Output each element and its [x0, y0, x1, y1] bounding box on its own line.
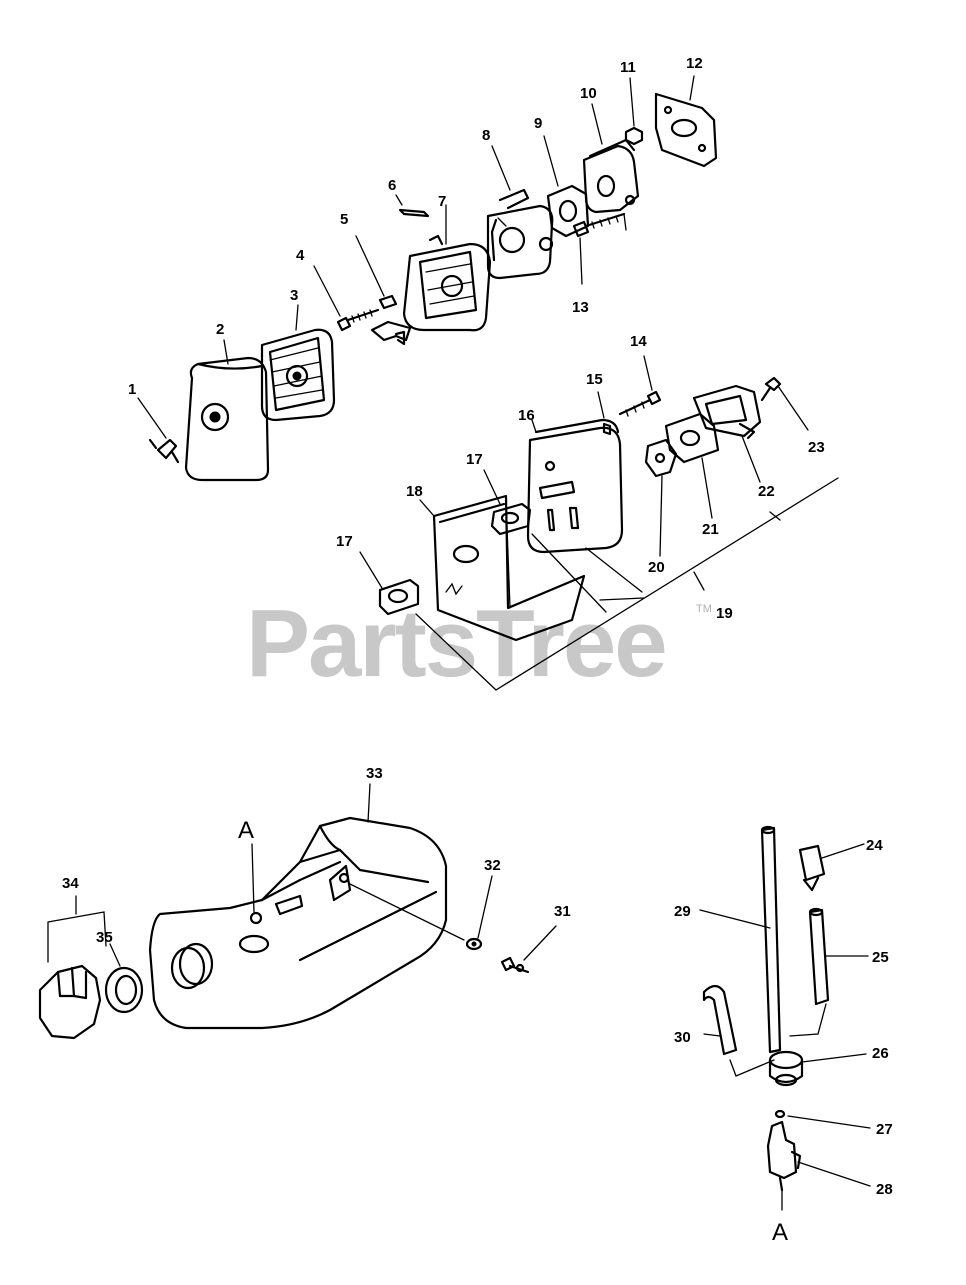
callout-19: 19	[716, 605, 733, 622]
part-9-carburetor-gasket	[543, 135, 590, 238]
callout-15: 15	[586, 371, 603, 388]
part-13-long-screw	[572, 212, 627, 285]
part-5-bracket	[355, 235, 412, 346]
callout-8: 8	[482, 127, 490, 144]
callout-30: 30	[674, 1029, 691, 1046]
tank-reference-a	[251, 843, 255, 913]
callout-27: 27	[876, 1121, 893, 1138]
part-19-assembly-bracket	[415, 477, 839, 691]
part-7-air-filter-base	[402, 204, 492, 332]
part-26-grommet	[768, 1050, 867, 1087]
part-24-fuel-filter	[798, 843, 865, 892]
watermark-trademark: TM	[696, 603, 712, 615]
callout-1: 1	[128, 381, 136, 398]
part-12-gasket-plate	[654, 75, 718, 168]
part-31-screw	[500, 925, 557, 974]
part-32-washer	[349, 875, 493, 951]
reference-letter-a-pickup: A	[772, 1219, 788, 1246]
callout-21: 21	[702, 521, 719, 538]
callout-23: 23	[808, 439, 825, 456]
callout-5: 5	[340, 211, 348, 228]
part-29-fuel-line	[699, 825, 782, 1054]
callout-29: 29	[674, 903, 691, 920]
part-15-pin	[597, 391, 612, 436]
callout-22: 22	[758, 483, 775, 500]
callout-18: 18	[406, 483, 423, 500]
callout-20: 20	[648, 559, 665, 576]
callout-16: 16	[518, 407, 535, 424]
reference-letter-a-tank: A	[238, 817, 254, 844]
callout-9: 9	[534, 115, 542, 132]
part-2-air-filter-cover	[184, 339, 270, 482]
part-1-wing-nut	[137, 397, 180, 464]
part-33-fuel-tank	[148, 783, 448, 1030]
part-11-nut	[624, 77, 644, 146]
part-6-small-gasket	[395, 194, 430, 218]
callout-3: 3	[290, 287, 298, 304]
callout-17-upper: 17	[466, 451, 483, 468]
callout-26: 26	[872, 1045, 889, 1062]
part-20-plate	[644, 438, 678, 557]
callout-13: 13	[572, 299, 589, 316]
callout-11: 11	[620, 59, 636, 76]
part-4-screw	[313, 265, 380, 332]
callout-10: 10	[580, 85, 597, 102]
callout-24: 24	[866, 837, 883, 854]
callout-33: 33	[366, 765, 383, 782]
callout-17-lower: 17	[336, 533, 353, 550]
part-23-screw	[760, 376, 809, 431]
part-10-insulator	[582, 103, 640, 214]
callout-7: 7	[438, 193, 446, 210]
part-14-screw	[618, 355, 662, 417]
callout-6: 6	[388, 177, 396, 194]
callout-2: 2	[216, 321, 224, 338]
watermark: PartsTree	[246, 590, 666, 697]
part-3-air-filter-element	[260, 304, 336, 422]
part-18-heat-shield	[419, 494, 586, 642]
callout-25: 25	[872, 949, 889, 966]
part-22-spark-arrestor-housing	[692, 384, 762, 483]
callout-14: 14	[630, 333, 647, 350]
callout-12: 12	[686, 55, 703, 72]
part-30-return-hose	[702, 984, 775, 1077]
callout-31: 31	[554, 903, 571, 920]
part-25-tube	[789, 907, 869, 1037]
callout-4: 4	[296, 247, 305, 264]
part-28-fuel-pickup-body	[766, 1120, 871, 1192]
callout-28: 28	[876, 1181, 893, 1198]
part-17-muffler-gasket-lower	[359, 551, 420, 616]
part-34-fuel-cap	[38, 895, 107, 1040]
part-8-carburetor	[486, 145, 554, 280]
part-16-muffler	[526, 418, 624, 554]
part-35-cap-gasket	[104, 943, 144, 1014]
callout-35: 35	[96, 929, 113, 946]
callout-32: 32	[484, 857, 501, 874]
part-27-small-washer	[774, 1109, 871, 1129]
callout-34: 34	[62, 875, 79, 892]
